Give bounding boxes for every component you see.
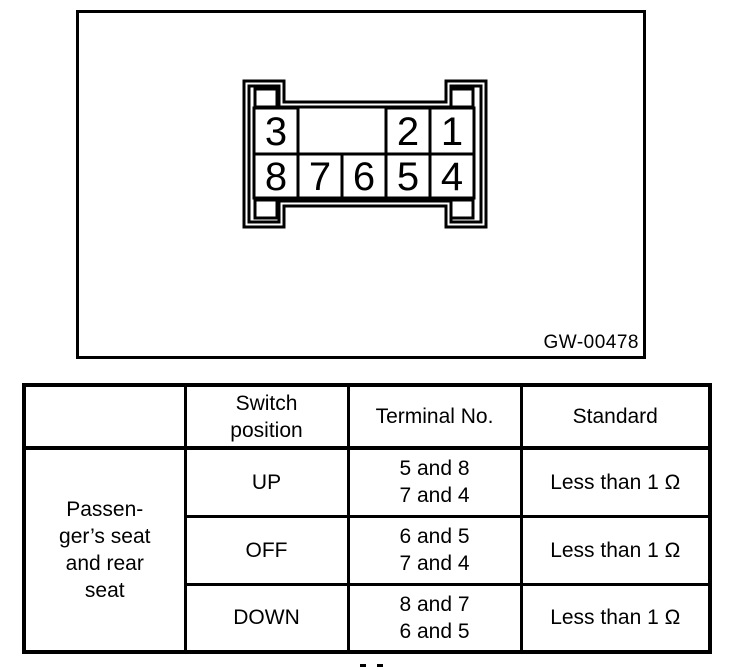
terminal-cell: 8 and 7 6 and 5 (346, 582, 523, 654)
connector-corner-notch (253, 198, 279, 220)
row-group-line: and rear (65, 552, 144, 575)
figure-code-label: GW-00478 (543, 332, 639, 353)
header-standard: Standard (519, 383, 712, 450)
connector-corner-notch (449, 87, 475, 109)
row-group-line: ger’s seat (59, 525, 151, 548)
table-header-row: Switch position Terminal No. Standard (22, 383, 712, 450)
pin-number: 4 (441, 155, 463, 199)
terminal-pair: 6 and 5 (399, 525, 470, 548)
pin-cell (428, 106, 476, 156)
terminal-pair: 7 and 4 (399, 484, 470, 508)
pin-number: 8 (265, 155, 287, 199)
pin-cell (428, 152, 476, 200)
header-switch-position: Switch position (183, 383, 350, 450)
header-line: position (230, 418, 303, 442)
switch-position-cell: OFF (183, 514, 350, 586)
cropped-text-fragment (377, 664, 383, 667)
row-group-label: Passen- ger’s seat and rear seat (22, 446, 187, 654)
terminal-pair: 5 and 8 (399, 457, 470, 481)
switch-position-cell: UP (183, 446, 350, 518)
row-group-line: seat (84, 579, 125, 602)
connector-corner-notch (253, 87, 279, 109)
connector-corner-notch (449, 198, 475, 220)
connector-outer-outline (242, 79, 488, 229)
terminal-cell: 6 and 5 7 and 4 (346, 514, 523, 586)
pin-number: 3 (265, 110, 287, 154)
header-line: Switch (235, 391, 298, 415)
switch-spec-table: Switch position Terminal No. Standard Pa… (22, 383, 712, 654)
pin-number: 2 (397, 110, 419, 154)
row-group-line: Passen- (66, 498, 144, 521)
pin-cell (340, 152, 388, 200)
table-row: DOWN 8 and 7 6 and 5 Less than 1 Ω (24, 582, 712, 654)
pin-number: 5 (397, 155, 419, 199)
standard-cell: Less than 1 Ω (519, 446, 712, 518)
terminal-pair: 6 and 5 (399, 619, 470, 643)
terminal-pair: 7 and 4 (399, 552, 470, 575)
table-row: OFF 6 and 5 7 and 4 Less than 1 Ω (24, 514, 712, 586)
standard-cell: Less than 1 Ω (519, 582, 712, 654)
pin-cell (252, 152, 300, 200)
terminal-pair: 8 and 7 (399, 592, 470, 616)
corner-empty-cell (22, 383, 187, 450)
pin-number: 6 (353, 155, 375, 199)
cropped-text-fragment (360, 664, 366, 667)
standard-cell: Less than 1 Ω (519, 514, 712, 586)
switch-position-cell: DOWN (183, 582, 350, 654)
pin-number: 7 (309, 155, 331, 199)
pin-cell (384, 152, 432, 200)
terminal-cell: 5 and 8 7 and 4 (346, 446, 523, 518)
table-row: Passen- ger’s seat and rear seat UP 5 an… (22, 446, 712, 654)
header-terminal-no: Terminal No. (346, 383, 523, 450)
pin-number: 1 (441, 110, 463, 154)
